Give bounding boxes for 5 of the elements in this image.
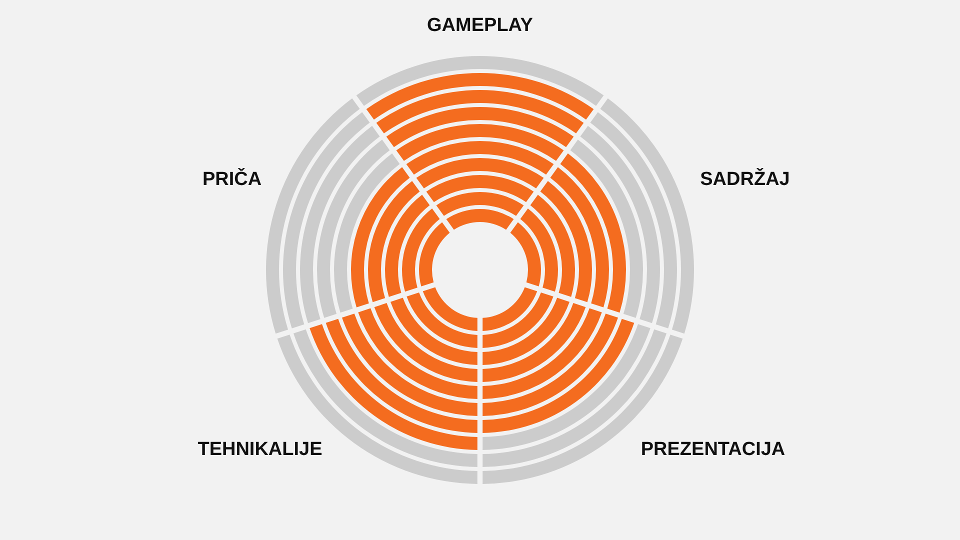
category-label: GAMEPLAY: [427, 15, 533, 37]
category-label: TEHNIKALIJE: [198, 439, 322, 461]
category-label: SADRŽAJ: [700, 169, 790, 191]
category-label: PRIČA: [202, 169, 262, 191]
category-label: PREZENTACIJA: [640, 439, 786, 461]
